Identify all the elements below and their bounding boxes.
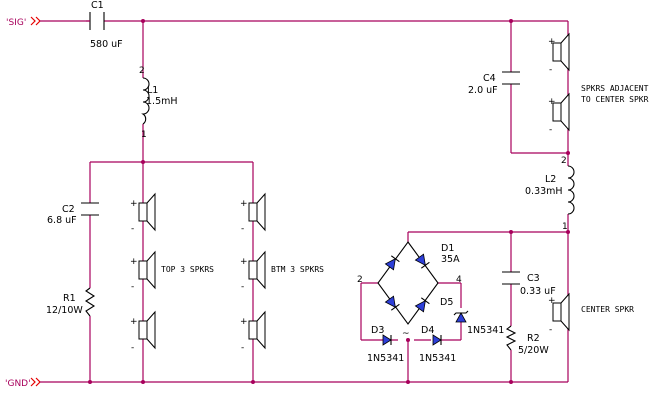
top-spk3-minus: - [131,343,134,353]
d5-ref: D5 [440,297,453,308]
c2-value: 6.8 uF [47,215,77,226]
d3-value: 1N5341 [367,353,404,364]
top-speakers-label: TOP 3 SPKRS [161,265,214,274]
zener-diode-d5: D5 1N5341 [440,297,504,336]
top-spk1-plus: + [130,199,138,209]
btm-spk1-minus: - [241,224,244,234]
wiring [40,20,569,383]
gnd-port: 'GND' [5,377,41,389]
r1-ref: R1 [63,293,76,304]
top-speaker-1: + - [130,193,156,234]
l2-pin-top: 2 [561,156,567,166]
d5-value: 1N5341 [467,325,504,336]
bottom-speaker-2: + - [240,251,266,292]
capacitor-c1: C1 580 uF [86,0,123,50]
top-speaker-2: + - [130,251,156,292]
l1-value: 1.5mH [146,96,178,107]
top-spk2-minus: - [131,282,134,292]
l2-ref: L2 [545,174,556,185]
c2-ref: C2 [62,204,75,215]
sig-port-label: 'SIG' [6,18,26,28]
bridge-pin-right: 4 [456,275,462,285]
resistor-r1: R1 12/10W [46,287,96,317]
adj-spk1-plus: + [548,37,556,47]
btm-spk3-minus: - [241,343,244,353]
top-spk1-minus: - [131,224,134,234]
r2-ref: R2 [527,333,540,344]
btm-spk2-minus: - [241,282,244,292]
l1-pin-bottom: 1 [141,130,147,140]
c1-value: 580 uF [90,39,123,50]
c1-ref: C1 [91,0,104,11]
d1-value: 35A [441,254,460,265]
d1-ref: D1 [441,243,454,254]
l2-pin-bottom: 1 [562,222,568,232]
c3-value: 0.33 uF [520,286,556,297]
bridge-pin-left: 2 [357,275,363,285]
diode-d3: D3 1N5341 [367,325,404,364]
l1-ref: L1 [147,85,158,96]
bottom-speakers-label: BTM 3 SPKRS [271,265,324,274]
capacitor-c3: C3 0.33 uF [502,271,556,297]
top-spk2-plus: + [130,257,138,267]
d4-value: 1N5341 [419,353,456,364]
l1-pin-top: 2 [139,66,145,76]
inductor-l1: 2 1 L1 1.5mH [139,66,178,140]
c4-ref: C4 [483,73,496,84]
inductor-l2: 2 1 L2 0.33mH [525,156,575,232]
bottom-speaker-1: + - [240,193,266,234]
resistor-r2: R2 5/20W [505,325,549,356]
c3-ref: C3 [527,273,540,284]
center-speaker-label: CENTER SPKR [581,305,634,314]
adjacent-speakers-label-2: TO CENTER SPKR [581,95,649,104]
btm-spk2-plus: + [240,257,248,267]
center-spk-minus: - [549,325,552,335]
center-spk-plus: + [548,296,556,306]
center-speaker: + - [548,293,570,335]
adjacent-speaker-1: + - [548,33,570,75]
btm-spk3-plus: + [240,317,248,327]
adjacent-speakers-label-1: SPKRS ADJACENT [581,84,649,93]
l2-value: 0.33mH [525,186,563,197]
bridge-pin-bottom: ~ [402,329,410,339]
top-spk3-plus: + [130,317,138,327]
capacitor-c4: C4 2.0 uF [468,71,520,96]
adjacent-speaker-2: + - [548,93,570,135]
sig-port: 'SIG' [6,16,41,28]
bridge-rectifier-d1: 2 4 ~ D1 35A [357,241,462,339]
capacitor-c2: C2 6.8 uF [47,202,99,226]
junction-dots [88,19,570,384]
diode-d4: D4 1N5341 [419,325,456,364]
d4-ref: D4 [421,325,434,336]
d3-ref: D3 [371,325,384,336]
c4-value: 2.0 uF [468,85,498,96]
bottom-speaker-3: + - [240,311,266,353]
adj-spk2-plus: + [548,97,556,107]
adj-spk1-minus: - [549,65,552,75]
adj-spk2-minus: - [549,125,552,135]
gnd-port-label: 'GND' [5,379,31,389]
top-speaker-3: + - [130,311,156,353]
r2-value: 5/20W [518,345,549,356]
r1-value: 12/10W [46,305,83,316]
btm-spk1-plus: + [240,199,248,209]
